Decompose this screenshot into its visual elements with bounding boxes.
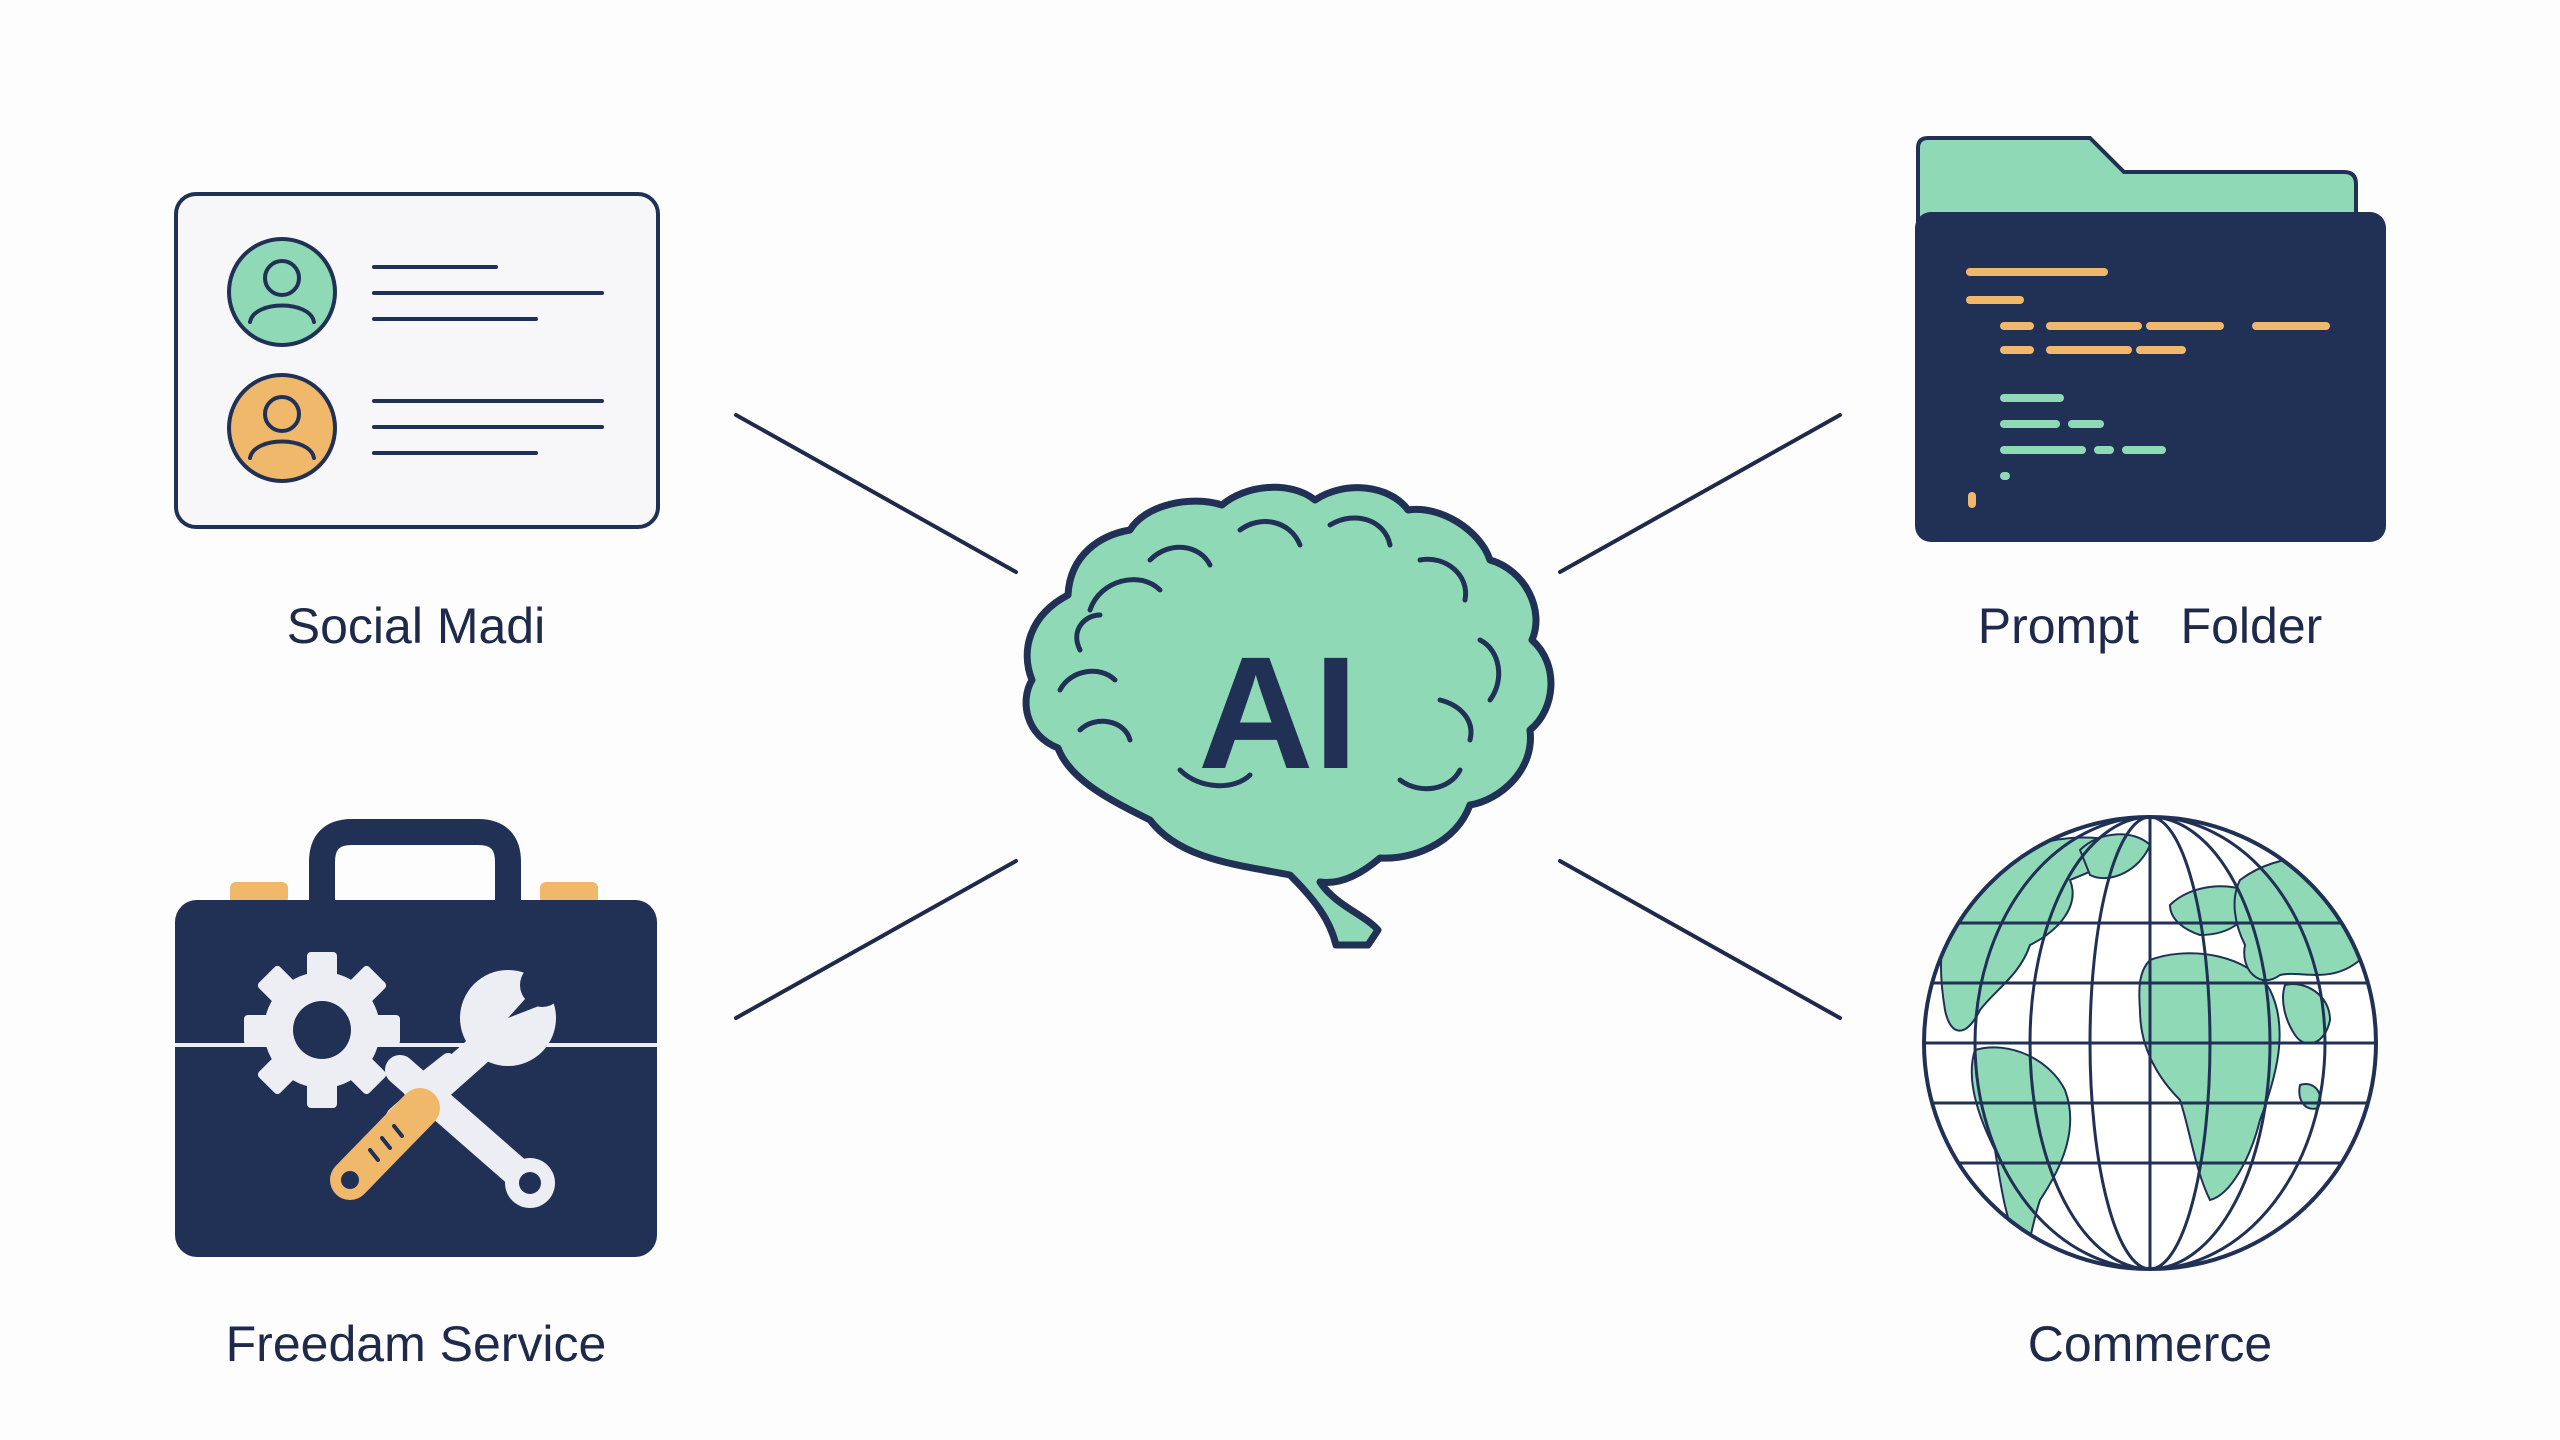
gear-icon: [244, 952, 400, 1108]
connector-freedam: [734, 859, 1018, 1020]
node-label-commerce: Commerce: [2027, 1316, 2273, 1372]
brain-icon: AI: [1022, 483, 1555, 949]
screwdriver-icon: [330, 1053, 455, 1200]
profile-card-icon: [174, 192, 660, 529]
node-label-social: Social Madi: [286, 598, 546, 654]
node-label-prompt: Prompt Folder: [1977, 598, 2323, 654]
connector-social: [734, 413, 1018, 574]
connector-commerce: [1558, 859, 1842, 1020]
connector-prompt: [1558, 413, 1842, 574]
toolbox-icon: [175, 819, 657, 1257]
avatar-icon: [227, 373, 337, 483]
connectors: [734, 413, 1842, 1020]
code-folder-icon: [1915, 136, 2386, 542]
brain-label: AI: [1198, 623, 1358, 802]
avatar-icon: [227, 237, 337, 347]
globe-icon: [1922, 815, 2378, 1271]
node-label-freedam: Freedam Service: [225, 1316, 607, 1372]
